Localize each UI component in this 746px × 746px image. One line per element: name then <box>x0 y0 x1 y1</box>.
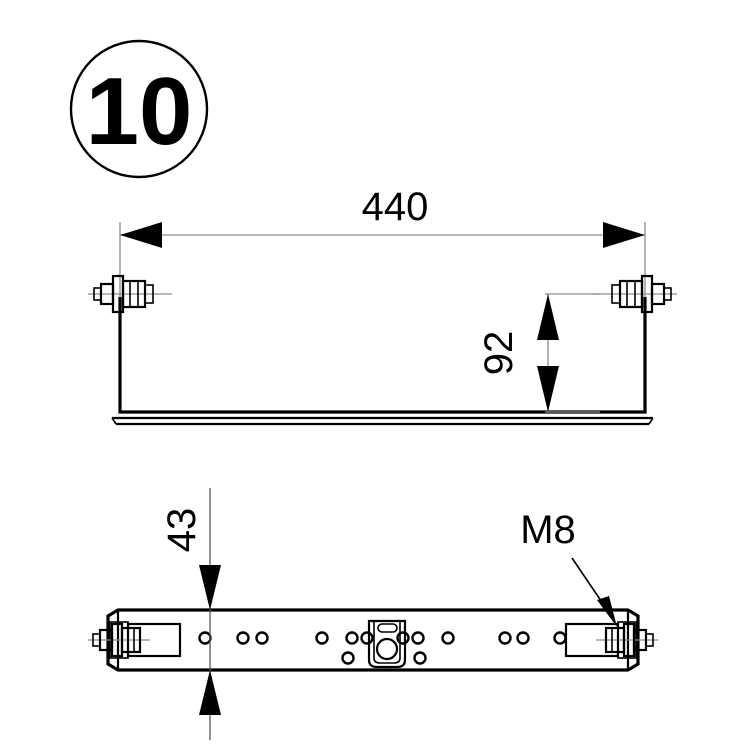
annotation-label-m8: M8 <box>520 508 576 552</box>
plan-bolt-head-left <box>120 626 142 654</box>
dimension-label-92: 92 <box>477 331 521 376</box>
arrowhead-top-43 <box>199 565 221 610</box>
bracket-u-profile <box>118 297 647 414</box>
bolt-assembly-right <box>593 274 677 314</box>
bracket-flange-right-cap <box>648 417 654 425</box>
bolt-inner-washer-right <box>611 284 621 304</box>
arrowhead-bottom-92 <box>537 366 559 412</box>
bar-outline <box>106 608 640 672</box>
hole <box>198 631 212 645</box>
hole <box>498 631 512 645</box>
center-clip-feature <box>367 619 407 669</box>
clip-inner-profile <box>373 621 401 664</box>
hole <box>413 651 427 665</box>
bolt-assembly-left <box>88 274 172 314</box>
arrowhead-left-440 <box>120 222 162 248</box>
clip-slot <box>377 623 398 633</box>
dimension-label-43: 43 <box>160 508 204 553</box>
plan-bolt-left <box>88 622 150 658</box>
dimension-leg-height: 92 <box>477 293 600 413</box>
dimension-bar-depth: 43 <box>160 488 221 740</box>
hole <box>236 631 250 645</box>
arrowhead-top-92 <box>537 294 559 340</box>
bolt-shank-right <box>663 287 672 301</box>
hole <box>516 631 530 645</box>
plan-bolt-head-right <box>604 626 626 654</box>
dimension-overall-width: 440 <box>120 185 645 248</box>
hole <box>315 631 329 645</box>
bolt-shank-left <box>93 287 102 301</box>
clip-outer-profile <box>367 619 407 669</box>
hole <box>396 631 410 645</box>
plan-bolt-shank-right <box>645 633 654 647</box>
plan-bolt-shank-left <box>92 633 101 647</box>
hole <box>345 631 359 645</box>
arrowhead-right-440 <box>603 222 645 248</box>
clip-center-hole <box>375 637 399 661</box>
hole <box>255 631 269 645</box>
front-elevation-view: 440 <box>88 185 677 426</box>
annotation-m8: M8 <box>520 508 617 627</box>
plan-bolt-right <box>596 622 658 658</box>
top-plan-view: 43 M8 <box>88 488 658 740</box>
hole <box>411 631 425 645</box>
leader-arrowhead-m8 <box>597 596 617 627</box>
bracket-body <box>111 297 654 426</box>
badge-label: 10 <box>86 58 193 165</box>
hole <box>553 631 567 645</box>
bracket-flange-left-cap <box>111 417 117 425</box>
hole <box>360 631 374 645</box>
badge-circle-icon <box>69 39 209 179</box>
bolt-inner-washer-left <box>144 284 154 304</box>
scale-badge: 10 <box>69 39 209 179</box>
arrowhead-bottom-43 <box>199 670 221 715</box>
dimension-label-440: 440 <box>362 185 429 229</box>
hole <box>441 631 455 645</box>
hole <box>341 651 355 665</box>
